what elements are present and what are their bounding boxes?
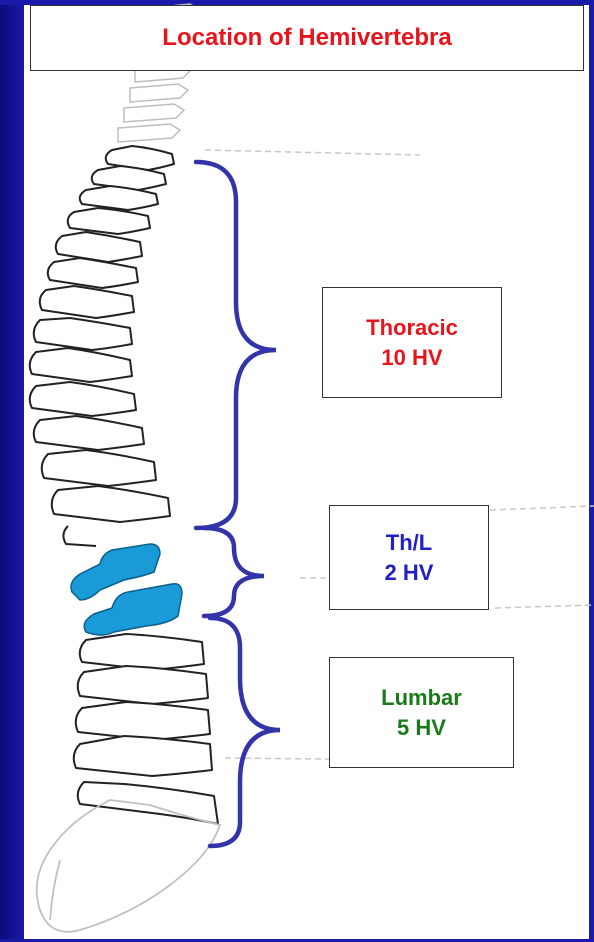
hemivertebrae-highlight: [71, 544, 182, 635]
vertebrae: [30, 146, 218, 824]
thoracolumbar-label-box: Th/L 2 HV: [329, 505, 489, 610]
thoracic-region-name: Thoracic: [366, 313, 458, 343]
thoracic-label-box: Thoracic 10 HV: [322, 287, 502, 398]
thoracolumbar-hv-count: 2 HV: [385, 558, 434, 588]
thoracic-brace: [196, 162, 276, 528]
title-box: Location of Hemivertebra: [30, 5, 584, 71]
thoracolumbar-region-name: Th/L: [386, 528, 432, 558]
lumbar-hv-count: 5 HV: [397, 713, 446, 743]
lumbar-brace: [210, 618, 280, 846]
thl-brace: [204, 528, 264, 616]
lumbar-region-name: Lumbar: [381, 683, 462, 713]
lumbar-label-box: Lumbar 5 HV: [329, 657, 514, 768]
slide-title: Location of Hemivertebra: [162, 24, 451, 52]
thoracic-hv-count: 10 HV: [381, 343, 442, 373]
